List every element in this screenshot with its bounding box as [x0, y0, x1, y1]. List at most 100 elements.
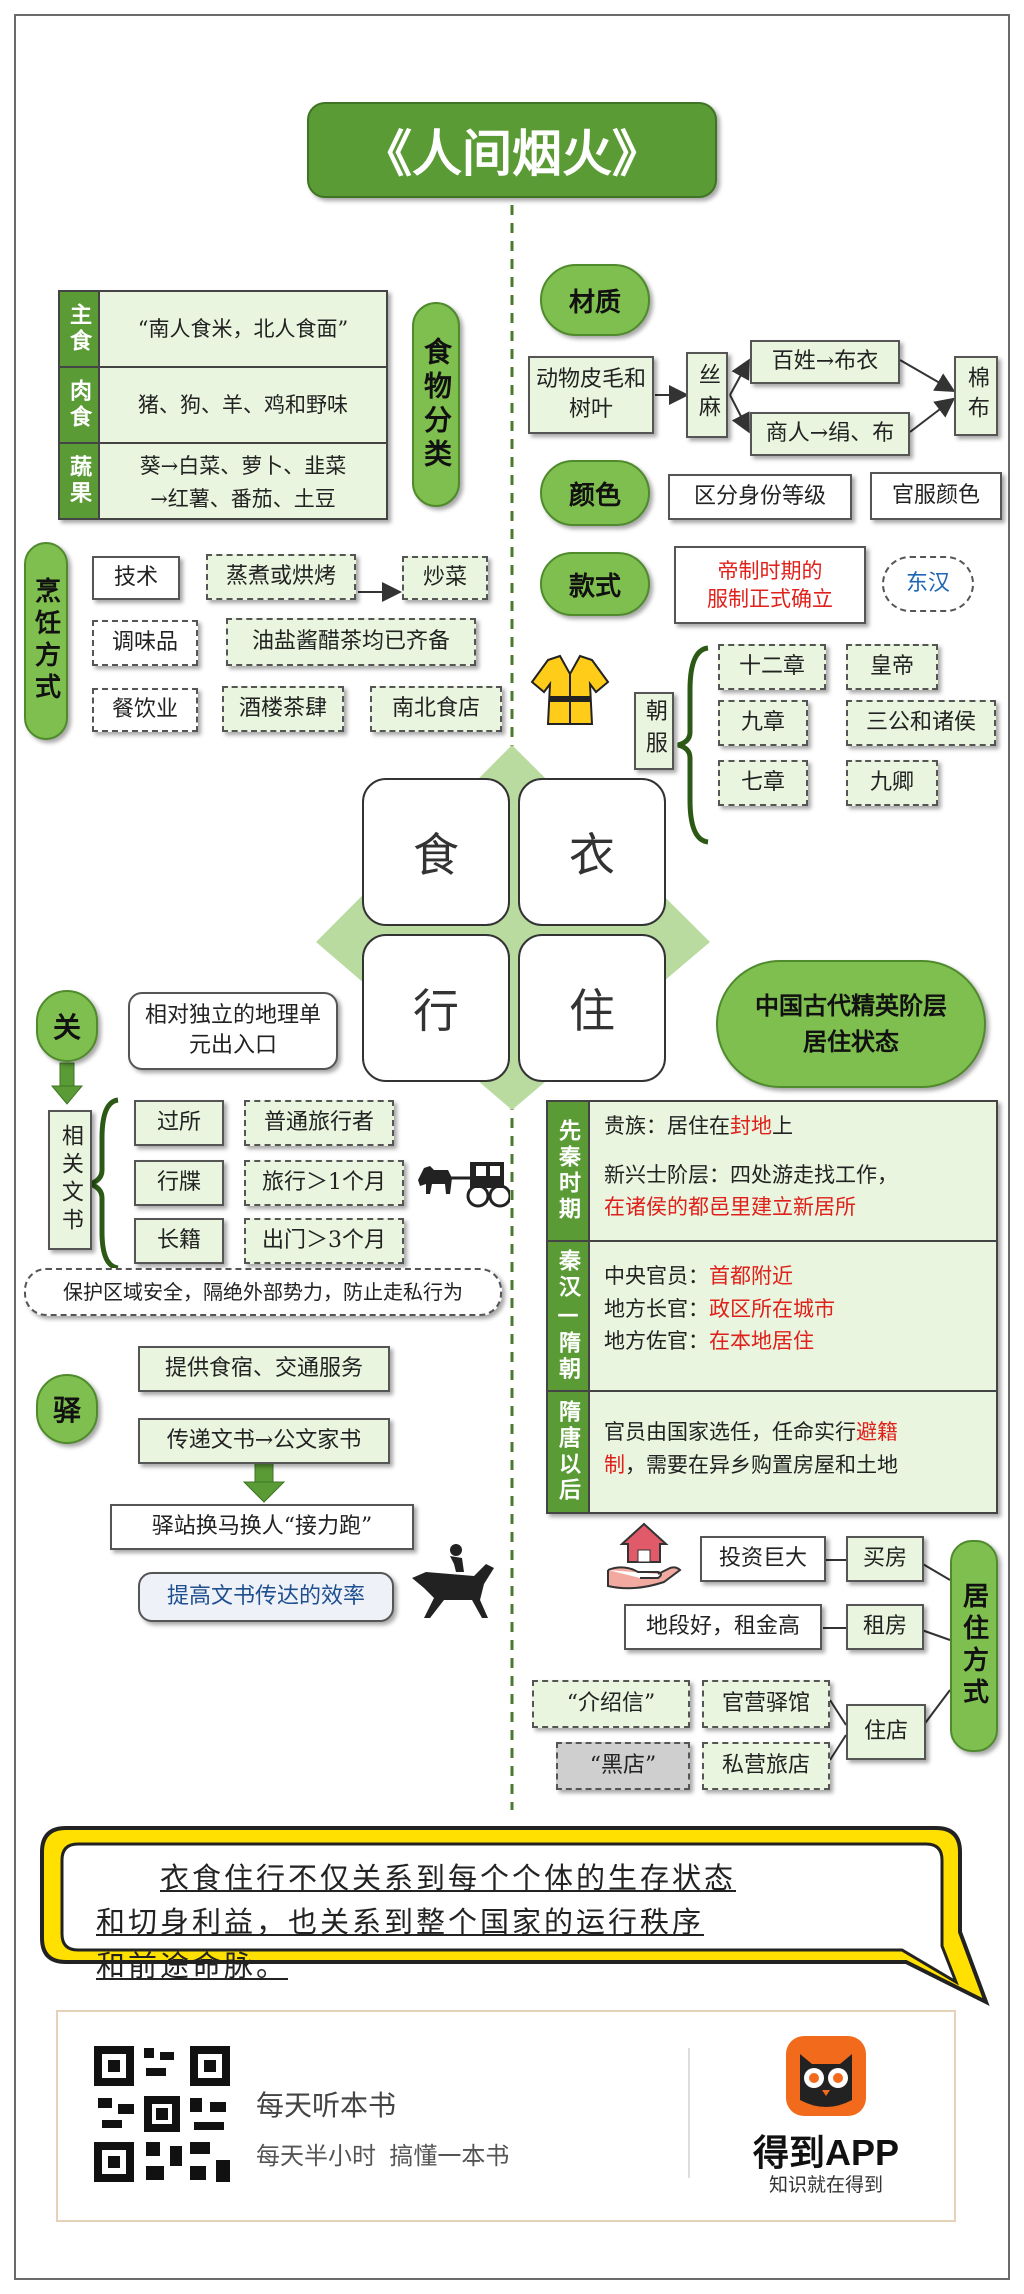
- pass-label: 关: [36, 990, 98, 1062]
- page-title: 《人间烟火》: [307, 102, 717, 198]
- food-row-text: 葵→白菜、萝卜、韭菜 →红薯、番茄、土豆: [100, 444, 386, 518]
- veg-line-1: 葵→白菜、萝卜、韭菜: [139, 454, 347, 478]
- house-hand-icon: [607, 1522, 682, 1590]
- doc-name: 过所: [134, 1100, 224, 1146]
- buy-house: 买房: [846, 1536, 924, 1582]
- food-row-text: “南人食米，北人食面”: [100, 292, 386, 368]
- horse-rider-icon: [412, 1544, 494, 1618]
- page-frame: [14, 14, 1010, 2280]
- buy-note: 投资巨大: [700, 1536, 826, 1582]
- tile-travel: 行: [362, 934, 510, 1082]
- cooking-technique-b: 炒菜: [402, 556, 488, 600]
- rent-note: 地段好，租金高: [624, 1604, 822, 1650]
- clothing-style: 款式: [540, 552, 650, 616]
- period-head: 隋唐以后: [548, 1392, 590, 1512]
- period-line: 官员由国家选任，任命实行避籍: [604, 1420, 898, 1444]
- geo-unit: 相对独立的地理单元出入口: [128, 992, 338, 1070]
- official-inn: 官营驿馆: [702, 1680, 830, 1728]
- doc-desc: 出门＞3个月: [244, 1218, 404, 1264]
- food-row-head: 主食: [60, 292, 100, 368]
- court-grid-cell: 三公和诸侯: [846, 700, 996, 746]
- food-category-label: 食物分类: [412, 302, 460, 507]
- period-line: 地方长官：政区所在城市: [604, 1296, 835, 1321]
- period-line: 地方佐官：在本地居住: [604, 1329, 814, 1354]
- rent-house: 租房: [846, 1604, 924, 1650]
- veg-line-2: →红薯、番茄、土豆: [150, 486, 336, 511]
- summary-text: 衣食住行不仅关系到每个个体的生存状态 和切身利益，也关系到整个国家的运行秩序 和…: [96, 1856, 886, 1988]
- owl-logo-icon: [786, 2036, 866, 2116]
- footer-slogan-1: 每天听本书: [256, 2090, 397, 2121]
- seasoning-value: 油盐酱醋茶均已齐备: [226, 618, 476, 666]
- post-efficiency: 提高文书传达的效率: [138, 1572, 394, 1622]
- tile-clothing: 衣: [518, 778, 666, 926]
- style-note-line-1: 帝制时期的: [717, 558, 823, 583]
- cooking-technique: 技术: [92, 556, 180, 600]
- dynasty-label: 东汉: [882, 556, 974, 612]
- period-body: 贵族：居住在封地上 新兴士阶层：四处游走找工作， 在诸侯的都邑里建立新居所: [590, 1102, 996, 1242]
- docs-label: 相关文书: [48, 1110, 92, 1250]
- period-body: 官员由国家选任，任命实行避籍 制，需要在异乡购置房屋和土地: [590, 1392, 996, 1512]
- black-inn: “黑店”: [556, 1742, 690, 1790]
- housing-period-table: 先秦时期 贵族：居住在封地上 新兴士阶层：四处游走找工作， 在诸侯的都邑里建立新…: [546, 1100, 998, 1514]
- court-grid-cell: 九卿: [846, 760, 938, 806]
- cooking-technique-a: 蒸煮或烘烤: [206, 554, 356, 600]
- clothing-material: 材质: [540, 264, 650, 336]
- style-note: 帝制时期的 服制正式确立: [674, 546, 866, 624]
- pass-purpose: 保护区域安全，隔绝外部势力，防止走私行为: [24, 1268, 502, 1316]
- catering-b: 南北食店: [370, 686, 502, 732]
- post-documents: 传递文书→公文家书: [138, 1418, 390, 1464]
- period-head: 先秦时期: [548, 1102, 590, 1242]
- clothing-color: 颜色: [540, 460, 650, 526]
- doc-name: 长籍: [134, 1218, 224, 1264]
- period-line: 贵族：居住在封地上: [604, 1114, 793, 1138]
- summary-bubble: [40, 1826, 990, 2007]
- cooking-label: 烹饪方式: [24, 542, 68, 740]
- silk-hemp: 丝麻: [686, 352, 728, 438]
- period-line: 新兴士阶层：四处游走找工作，: [604, 1162, 898, 1187]
- post-label: 驿: [36, 1374, 98, 1444]
- merchant-cloth: 商人→绢、布: [750, 412, 910, 456]
- catering-a: 酒楼茶肆: [222, 686, 344, 732]
- doc-desc: 普通旅行者: [244, 1100, 394, 1146]
- elite-housing: 中国古代精英阶层居住状态: [716, 960, 986, 1088]
- inn-stay: 住店: [846, 1704, 926, 1760]
- footer-divider: [688, 2048, 690, 2178]
- court-dress: 朝服: [634, 692, 674, 770]
- footer-brand: 得到APP: [752, 2132, 900, 2173]
- period-line: 在诸侯的都邑里建立新居所: [604, 1195, 856, 1220]
- catering: 餐饮业: [92, 688, 198, 732]
- horse-carriage-icon: [418, 1162, 510, 1208]
- seasoning: 调味品: [92, 620, 198, 666]
- post-service: 提供食宿、交通服务: [138, 1346, 390, 1392]
- post-relay: 驿站换马换人“接力跑”: [110, 1504, 414, 1550]
- summary-line-1: 衣食住行不仅关系到每个个体的生存状态: [160, 1861, 737, 1895]
- cotton-cloth: 棉布: [954, 356, 998, 436]
- doc-name: 行牒: [134, 1160, 224, 1206]
- qr-code-icon: [90, 2042, 234, 2186]
- period-body: 中央官员：首都附近 地方长官：政区所在城市 地方佐官：在本地居住: [590, 1242, 996, 1392]
- private-inn: 私营旅店: [702, 1742, 830, 1790]
- period-head: 秦汉—隋朝: [548, 1242, 590, 1392]
- tile-food: 食: [362, 778, 510, 926]
- intro-letter: “介绍信”: [532, 1680, 690, 1728]
- doc-desc: 旅行＞1个月: [244, 1160, 404, 1206]
- food-category-table: 主食 “南人食米，北人食面” 肉食 猪、狗、羊、鸡和野味 蔬果 葵→白菜、萝卜、…: [58, 290, 388, 520]
- style-note-line-2: 服制正式确立: [707, 587, 833, 611]
- material-source: 动物皮毛和树叶: [528, 356, 654, 434]
- color-rank: 区分身份等级: [668, 474, 852, 520]
- food-row-head: 肉食: [60, 368, 100, 444]
- summary-line-3: 和前途命脉。: [96, 1949, 289, 1983]
- tile-housing: 住: [518, 934, 666, 1082]
- footer-brand-sub: 知识就在得到: [768, 2175, 883, 2196]
- housing-ways-label: 居住方式: [950, 1540, 998, 1752]
- footer-slogan-2: 每天半小时 搞懂一本书: [256, 2143, 510, 2170]
- period-line: 制，需要在异乡购置房屋和土地: [604, 1452, 898, 1477]
- docs-brace: [82, 1097, 119, 1271]
- court-grid-cell: 七章: [718, 760, 808, 806]
- period-line: 中央官员：首都附近: [604, 1264, 793, 1288]
- food-row-head: 蔬果: [60, 444, 100, 518]
- food-row-text: 猪、狗、羊、鸡和野味: [100, 368, 386, 444]
- robe-icon: [530, 654, 610, 725]
- summary-line-2: 和切身利益，也关系到整个国家的运行秩序: [96, 1905, 705, 1939]
- court-grid-cell: 九章: [718, 700, 808, 746]
